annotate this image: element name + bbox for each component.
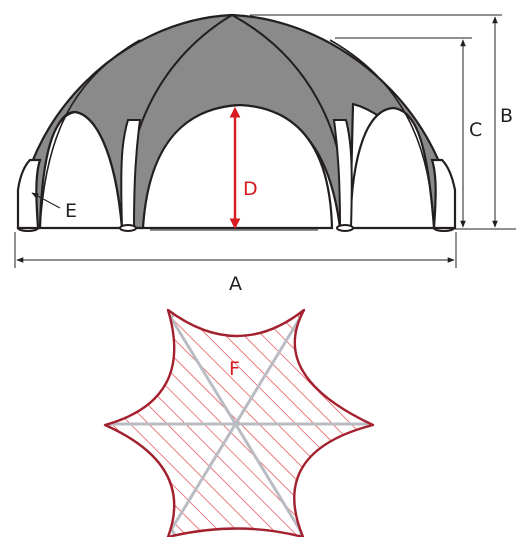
- leg-front-left: [120, 119, 142, 229]
- canopy-seam-far-right: [329, 39, 435, 229]
- tent-legs: [17, 119, 455, 232]
- left-archway: [38, 110, 124, 230]
- leg-foot-3: [336, 224, 354, 232]
- label-c: C: [469, 119, 482, 141]
- label-a: A: [229, 273, 242, 295]
- leg-outline-e: [16, 158, 42, 230]
- label-d: D: [243, 178, 258, 200]
- footprint-plan: F: [103, 308, 375, 537]
- label-b: B: [500, 105, 513, 127]
- label-e: E: [65, 200, 77, 222]
- leg-front-right: [332, 119, 353, 229]
- right-archway: [348, 106, 436, 230]
- canopy-seam-far-left: [39, 39, 141, 229]
- frame-diagonal-2: [166, 312, 305, 536]
- leg-outline-right: [430, 158, 457, 230]
- tent-elevation: [16, 13, 457, 232]
- leg-foot-2: [119, 224, 137, 232]
- label-f: F: [229, 358, 240, 380]
- footprint-outline: [103, 308, 375, 537]
- dimension-lines: [14, 14, 516, 268]
- dim-e-pointer: [31, 192, 61, 209]
